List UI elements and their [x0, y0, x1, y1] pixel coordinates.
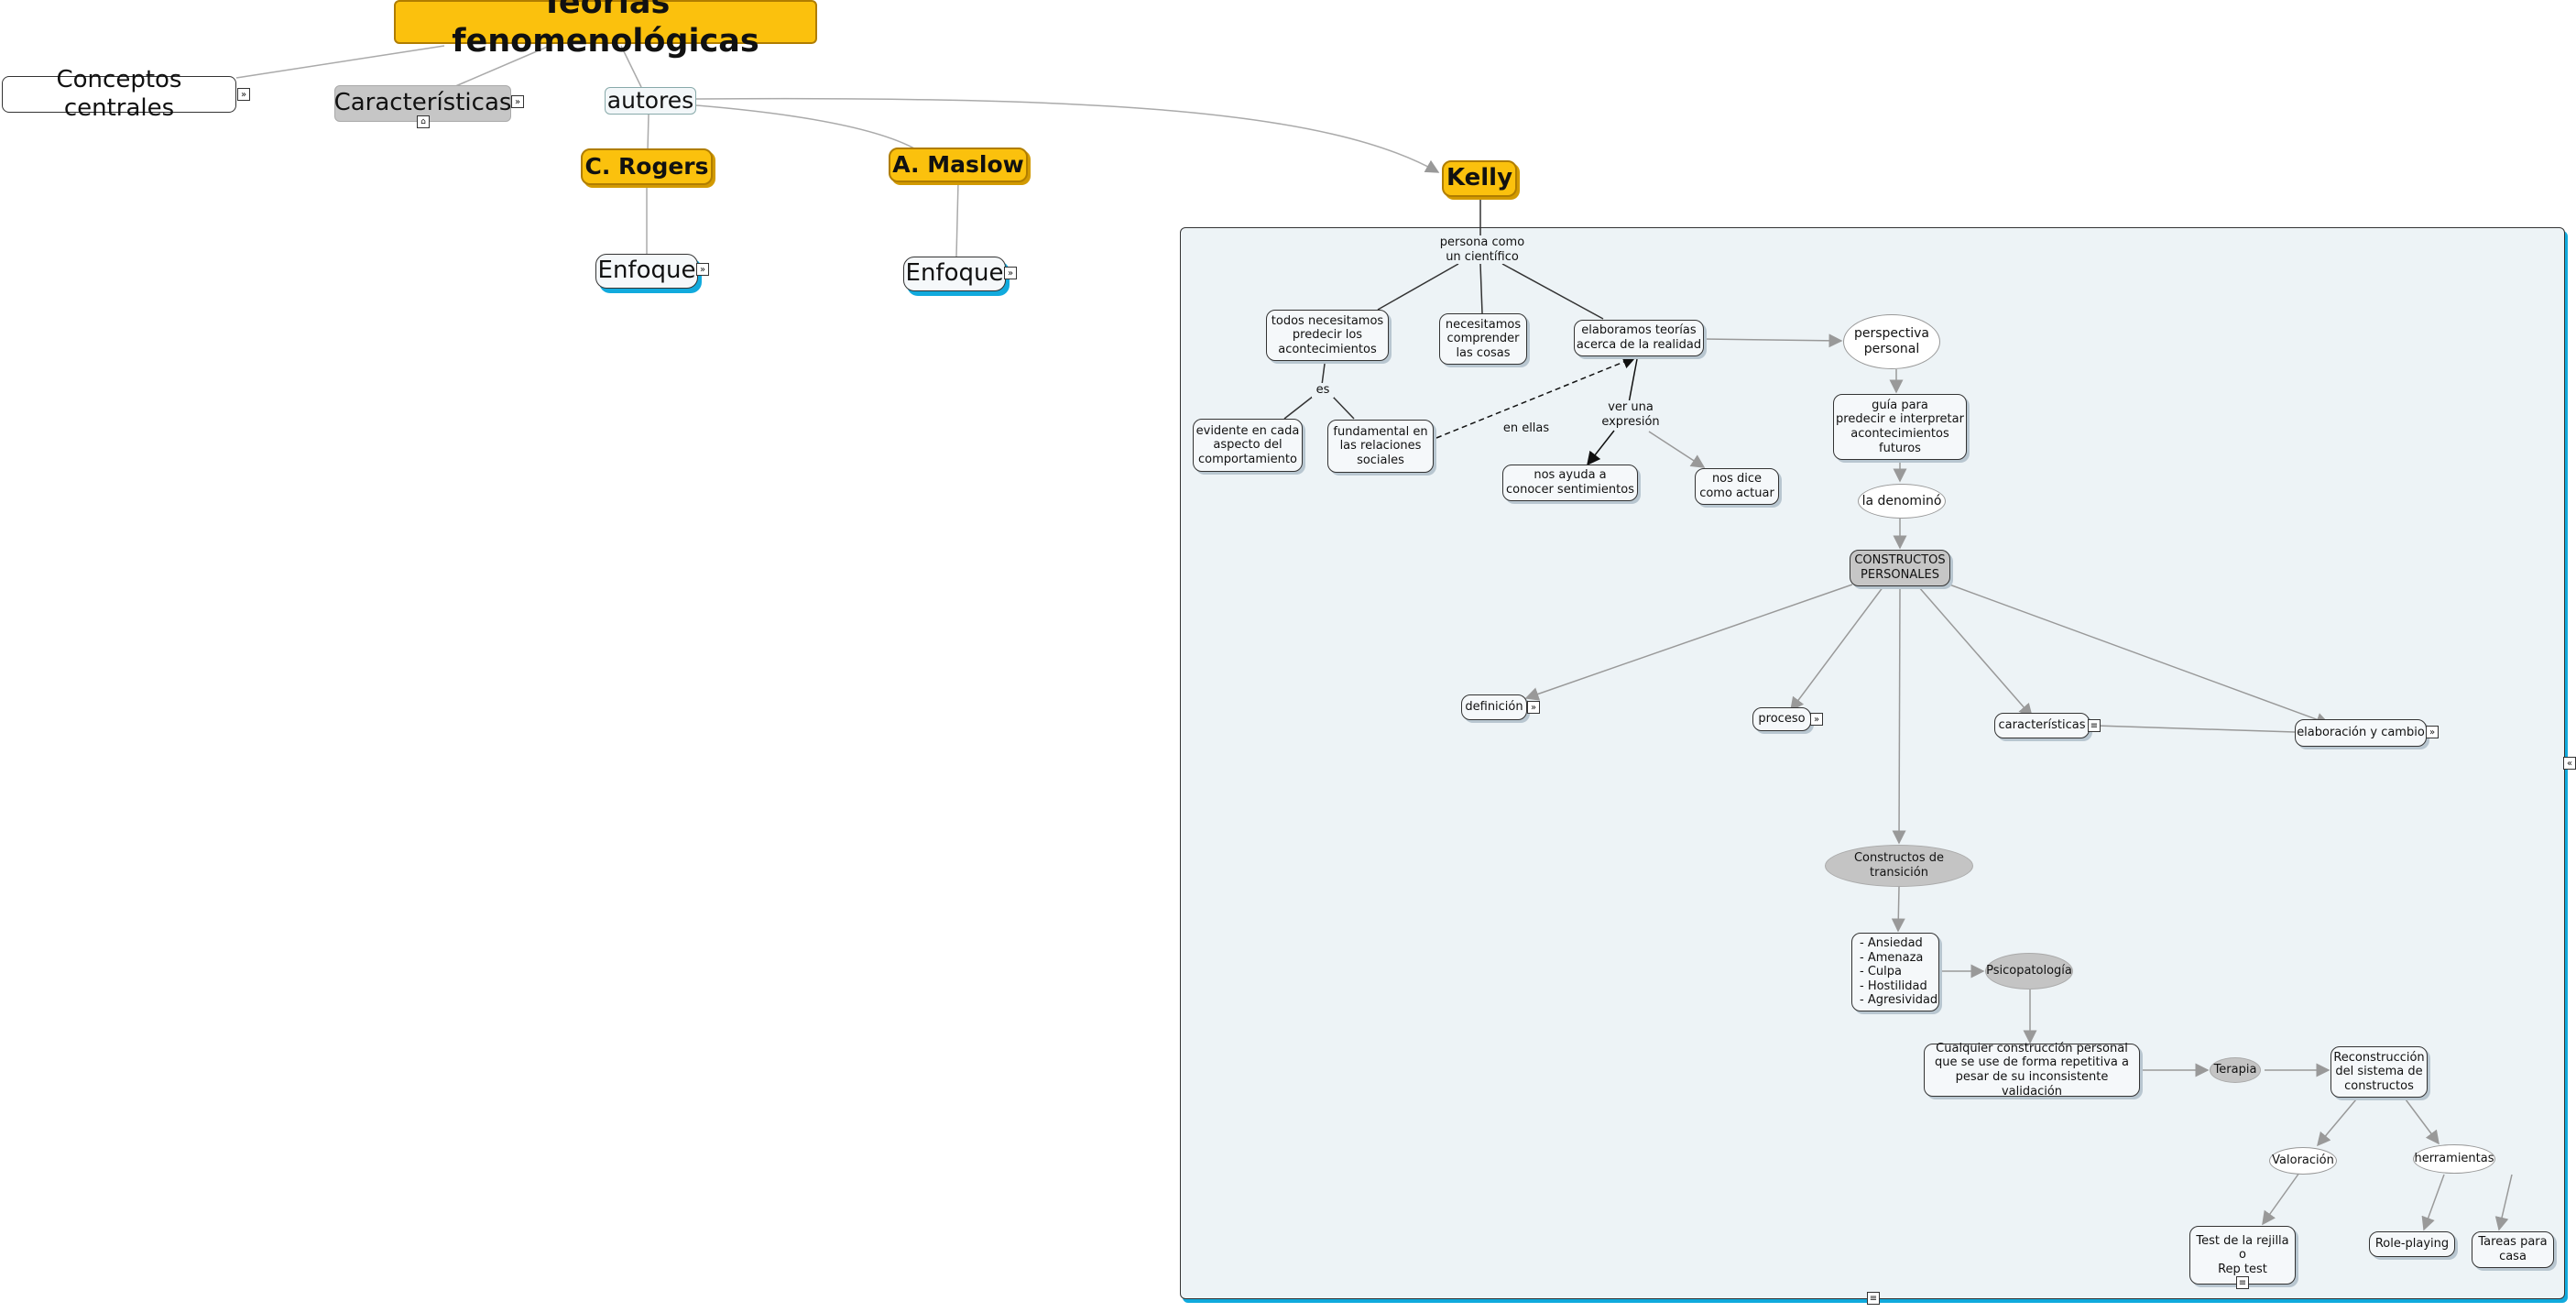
- root-topic[interactable]: Teorías fenomenológicas: [394, 0, 817, 60]
- kelly-node[interactable]: Kelly: [1442, 160, 1517, 197]
- constructos-transicion-node[interactable]: Constructos de transición: [1825, 845, 1973, 887]
- necesitamos-node[interactable]: necesitamos comprender las cosas: [1439, 313, 1527, 365]
- cualquier-construccion-node[interactable]: Cualquier construcción personal que se u…: [1924, 1042, 2140, 1099]
- constructos-personales-node[interactable]: CONSTRUCTOS PERSONALES: [1850, 550, 1950, 586]
- collapse-icon[interactable]: «: [2563, 757, 2576, 770]
- evidente-node[interactable]: evidente en cada aspecto del comportamie…: [1193, 419, 1303, 472]
- psicopatologia-node[interactable]: Psicopatología: [1985, 953, 2073, 989]
- list-icon[interactable]: ≡: [2088, 719, 2101, 732]
- herramientas-node[interactable]: herramientas: [2413, 1144, 2495, 1174]
- expand-icon[interactable]: »: [1810, 713, 1823, 726]
- expand-icon[interactable]: »: [511, 95, 524, 108]
- link-persona-cientifico: persona como un científico: [1436, 235, 1528, 265]
- terapia-node[interactable]: Terapia: [2210, 1057, 2261, 1083]
- elaboracion-cambio-node[interactable]: elaboración y cambio: [2295, 719, 2427, 747]
- role-playing-node[interactable]: Role-playing: [2369, 1231, 2455, 1257]
- nos-dice-node[interactable]: nos dice como actuar: [1695, 468, 1779, 505]
- conceptos-centrales-node[interactable]: Conceptos centrales: [2, 66, 236, 122]
- enfoque-rogers-node[interactable]: Enfoque: [595, 254, 698, 289]
- fundamental-node[interactable]: fundamental en las relaciones sociales: [1327, 420, 1434, 473]
- list-icon[interactable]: ≡: [2236, 1276, 2249, 1289]
- elaboramos-teorias-node[interactable]: elaboramos teorías acerca de la realidad: [1574, 320, 1704, 356]
- expand-icon[interactable]: »: [2426, 726, 2439, 738]
- todos-necesitamos-node[interactable]: todos necesitamos predecir los acontecim…: [1266, 310, 1389, 361]
- expand-icon[interactable]: »: [1004, 267, 1017, 279]
- autores-node[interactable]: autores: [605, 87, 696, 115]
- nos-ayuda-node[interactable]: nos ayuda a conocer sentimientos: [1502, 465, 1638, 501]
- reconstruccion-node[interactable]: Reconstrucción del sistema de constructo…: [2330, 1046, 2428, 1098]
- maslow-node[interactable]: A. Maslow: [889, 148, 1028, 182]
- lista-emociones-node[interactable]: - Ansiedad - Amenaza - Culpa - Hostilida…: [1851, 933, 1939, 1011]
- valoracion-node[interactable]: Valoración: [2269, 1147, 2337, 1175]
- proceso-node[interactable]: proceso: [1752, 707, 1811, 731]
- caracteristicas-kelly-node[interactable]: características: [1994, 713, 2090, 738]
- expand-icon[interactable]: »: [237, 88, 250, 101]
- definicion-node[interactable]: definición: [1461, 694, 1527, 720]
- list-icon[interactable]: ≡: [1867, 1292, 1880, 1305]
- test-rejilla-node[interactable]: Test de la rejilla o Rep test: [2189, 1226, 2296, 1285]
- link-ver-expresion: ver una expresión: [1598, 400, 1664, 430]
- expand-icon[interactable]: »: [696, 263, 709, 276]
- la-denomino-node[interactable]: la denominó: [1858, 484, 1946, 519]
- link-es: es: [1312, 383, 1334, 398]
- guia-node[interactable]: guía para predecir e interpretar acontec…: [1833, 394, 1967, 460]
- expand-icon[interactable]: »: [1527, 701, 1540, 714]
- perspectiva-personal-node[interactable]: perspectiva personal: [1843, 314, 1940, 369]
- link-en-ellas: en ellas: [1501, 421, 1552, 436]
- enfoque-maslow-node[interactable]: Enfoque: [903, 257, 1006, 291]
- home-icon[interactable]: ⌂: [417, 115, 430, 128]
- tareas-casa-node[interactable]: Tareas para casa: [2472, 1231, 2554, 1268]
- rogers-node[interactable]: C. Rogers: [581, 148, 713, 185]
